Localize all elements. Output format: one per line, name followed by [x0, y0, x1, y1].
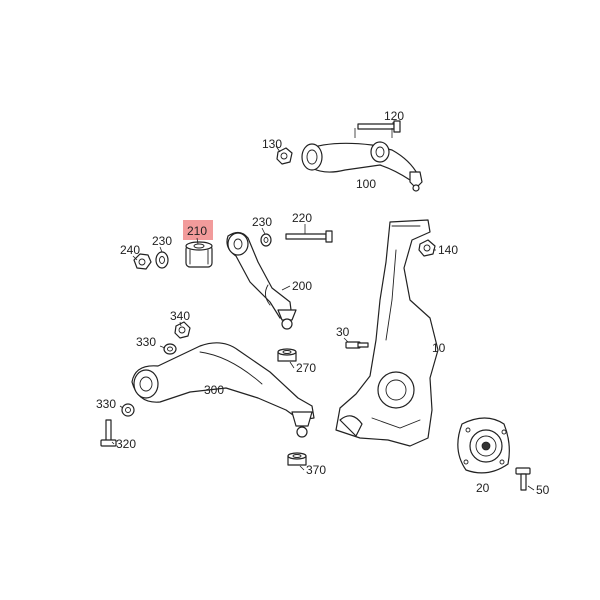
- label-240[interactable]: 240: [120, 243, 140, 257]
- label-220[interactable]: 220: [292, 211, 312, 225]
- bolt-50[interactable]: [515, 467, 531, 491]
- nut-140[interactable]: [418, 239, 436, 257]
- strut-rod-200[interactable]: [226, 231, 297, 330]
- bolt-220[interactable]: [285, 230, 333, 243]
- bolt-30[interactable]: [345, 341, 369, 349]
- label-300[interactable]: 300: [204, 383, 224, 397]
- bushing-210[interactable]: [185, 241, 213, 268]
- label-200[interactable]: 200: [292, 279, 312, 293]
- label-highlight-210: [183, 220, 213, 240]
- label-20[interactable]: 20: [476, 481, 490, 495]
- nut-240[interactable]: [133, 253, 152, 270]
- label-210[interactable]: 210: [187, 224, 207, 238]
- nut-270[interactable]: [277, 348, 297, 362]
- lower-control-arm-300[interactable]: [131, 342, 315, 438]
- bolt-320[interactable]: [100, 419, 117, 447]
- bolt-120[interactable]: [354, 120, 401, 138]
- upper-control-arm-100[interactable]: [301, 141, 423, 192]
- washer-330-lower[interactable]: [121, 403, 135, 417]
- wheel-hub-20[interactable]: [457, 417, 510, 474]
- label-270[interactable]: 270: [296, 361, 316, 375]
- label-230-left[interactable]: 230: [152, 234, 172, 248]
- label-370[interactable]: 370: [306, 463, 326, 477]
- nut-340[interactable]: [174, 321, 191, 339]
- washer-230-left[interactable]: [155, 251, 169, 269]
- washer-230-right[interactable]: [260, 233, 272, 247]
- label-320[interactable]: 320: [116, 437, 136, 451]
- label-230-right[interactable]: 230: [252, 215, 272, 229]
- nut-370[interactable]: [287, 452, 307, 466]
- label-130[interactable]: 130: [262, 137, 282, 151]
- label-330-lower[interactable]: 330: [96, 397, 116, 411]
- washer-330-upper[interactable]: [163, 343, 177, 355]
- label-120[interactable]: 120: [384, 109, 404, 123]
- label-50[interactable]: 50: [536, 483, 550, 497]
- label-340[interactable]: 340: [170, 309, 190, 323]
- nut-130[interactable]: [276, 147, 293, 165]
- leader-lines: [111, 122, 535, 491]
- label-140[interactable]: 140: [438, 243, 458, 257]
- label-30[interactable]: 30: [336, 325, 350, 339]
- label-100[interactable]: 100: [356, 177, 376, 191]
- steering-knuckle-10[interactable]: [335, 219, 439, 447]
- label-10[interactable]: 10: [432, 341, 446, 355]
- label-330-upper[interactable]: 330: [136, 335, 156, 349]
